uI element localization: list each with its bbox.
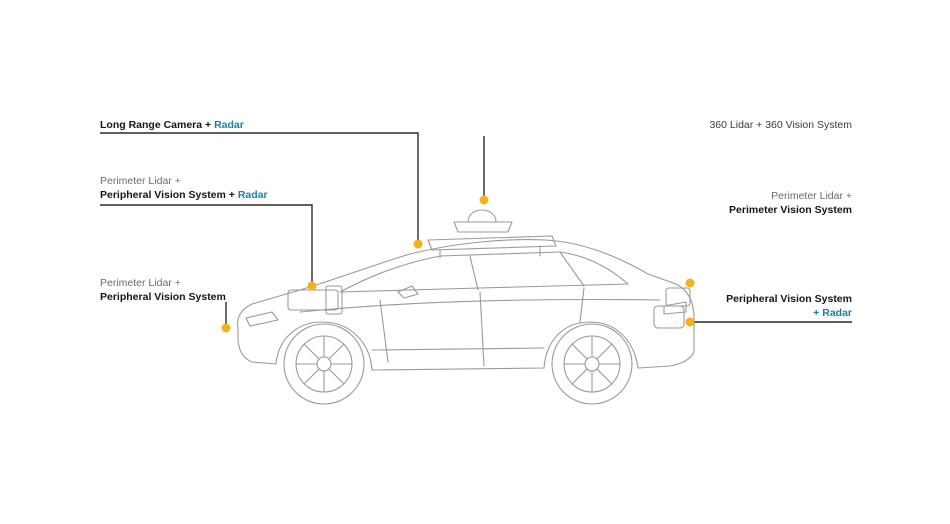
marker-roof <box>479 195 489 205</box>
leader-long-range <box>100 132 419 244</box>
marker-rear-upper <box>685 278 695 288</box>
marker-front-upper <box>307 281 317 291</box>
vehicle-outline <box>236 209 695 405</box>
label-rear-upper: Perimeter Lidar + Perimeter Vision Syste… <box>729 190 852 216</box>
leader-front-upper <box>100 204 313 284</box>
label-roof-lidar: 360 Lidar + 360 Vision System <box>709 119 852 131</box>
radar-accent: Radar <box>237 189 268 201</box>
marker-rear-lower <box>685 317 695 327</box>
leader-lines <box>100 132 852 326</box>
marker-front-lower <box>221 323 231 333</box>
label-front-upper: Perimeter Lidar + Peripheral Vision Syst… <box>100 175 268 201</box>
marker-long-range <box>413 239 423 249</box>
sensor-markers <box>221 195 695 333</box>
label-rear-lower: Peripheral Vision System + Radar <box>726 293 852 319</box>
label-front-lower: Perimeter Lidar + Peripheral Vision Syst… <box>100 277 226 303</box>
radar-accent: Radar <box>214 119 244 131</box>
label-long-range-camera: Long Range Camera + Radar <box>100 119 244 131</box>
radar-accent: Radar <box>822 307 852 319</box>
